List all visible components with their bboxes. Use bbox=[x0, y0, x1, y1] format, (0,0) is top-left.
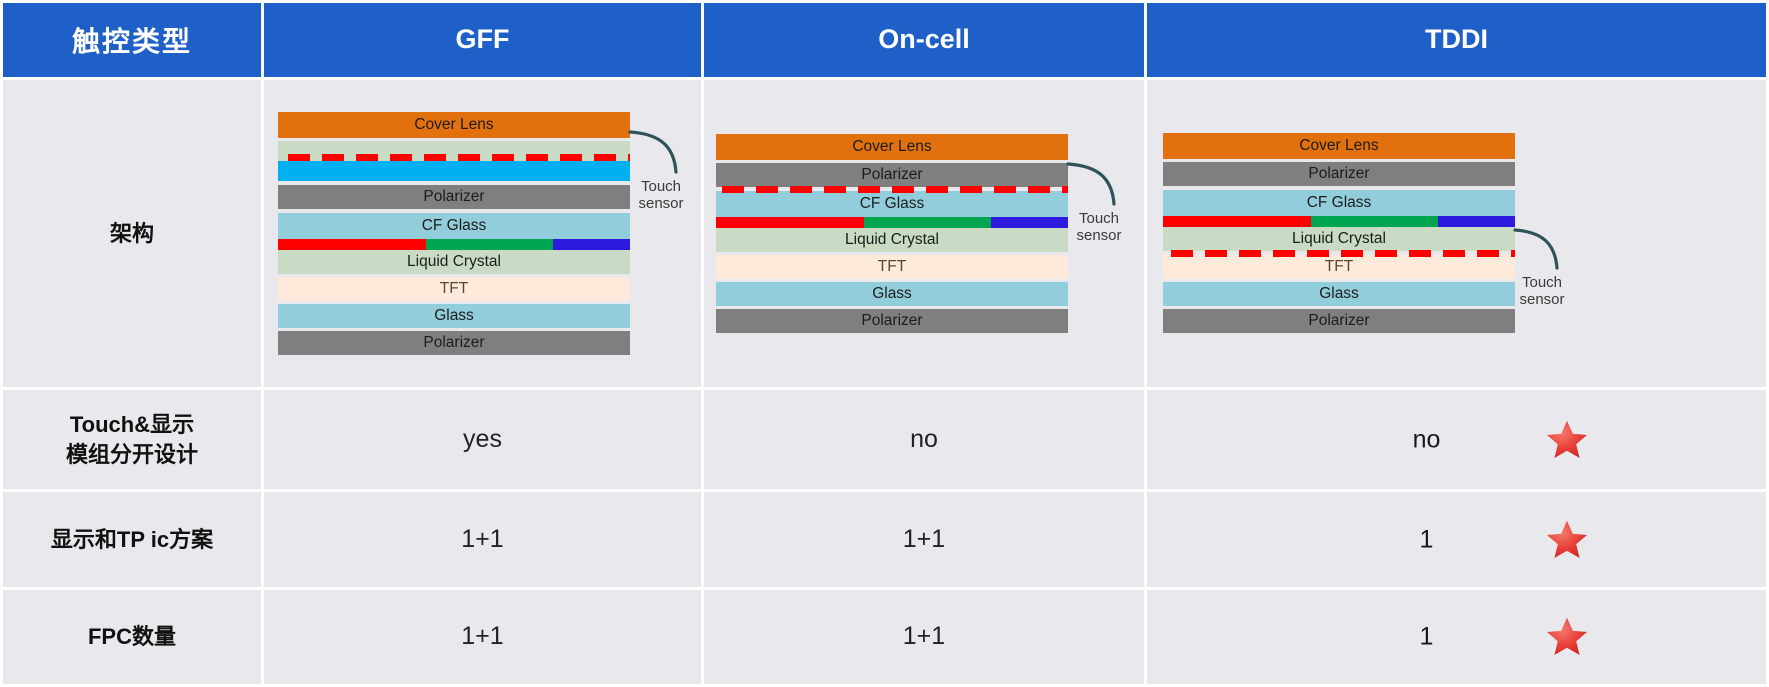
row-label-display-tp-ic: 显示和TP ic方案 bbox=[3, 492, 261, 587]
oncell-layer-rgb-color-filter bbox=[716, 216, 1068, 228]
tddi-layer-polarizer-bottom: Polarizer bbox=[1163, 309, 1515, 334]
header-on-cell: On-cell bbox=[704, 3, 1144, 77]
cell-oncell-display-tp-ic: 1+1 bbox=[704, 492, 1144, 587]
tddi-callout-line1: Touch bbox=[1521, 273, 1563, 291]
oncell-touch-sensor-callout: Touch sensor bbox=[1066, 162, 1124, 245]
cell-gff-display-tp-ic: 1+1 bbox=[264, 492, 701, 587]
cell-tddi-fpc-count-value: 1 bbox=[1419, 622, 1434, 651]
tddi-layer-tft: TFT bbox=[1163, 255, 1515, 280]
oncell-layer-cf-glass: CF Glass bbox=[716, 190, 1068, 217]
oncell-layer-liquid-crystal: Liquid Crystal bbox=[716, 227, 1068, 252]
cell-gff-separate-module-design: yes bbox=[264, 390, 701, 490]
gff-layer-polarizer-bottom: Polarizer bbox=[278, 330, 630, 355]
gff-layer-rgb-color-filter bbox=[278, 238, 630, 250]
gff-callout-line1: Touch bbox=[640, 177, 682, 195]
gff-touch-sensor-callout: Touch sensor bbox=[628, 130, 686, 213]
table-row-architecture: 架构 Cover Lens Polarizer CF Glass bbox=[3, 79, 1766, 388]
oncell-callout-line2: sensor bbox=[1076, 227, 1122, 244]
cell-tddi-display-tp-ic: 1 bbox=[1147, 492, 1766, 587]
tddi-layer-cover-lens: Cover Lens bbox=[1163, 133, 1515, 160]
tddi-callout-leader-line bbox=[1513, 228, 1559, 270]
table-row-fpc-count: FPC数量 1+1 1+1 1 bbox=[3, 589, 1766, 684]
oncell-layer-cover-lens: Cover Lens bbox=[716, 133, 1068, 160]
tddi-callout-line2: sensor bbox=[1519, 291, 1565, 308]
tddi-layer-liquid-crystal: Liquid Crystal bbox=[1163, 227, 1515, 252]
cell-oncell-separate-module-design: no bbox=[704, 390, 1144, 490]
gff-layer-glass: Glass bbox=[278, 303, 630, 328]
gff-touch-sensor-dashed-line bbox=[288, 153, 630, 161]
gff-layer-tft: TFT bbox=[278, 276, 630, 301]
gff-layer-polarizer-top: Polarizer bbox=[278, 184, 630, 209]
cell-tddi-separate-module-design-value: no bbox=[1412, 425, 1441, 454]
cell-tddi-fpc-count: 1 bbox=[1147, 589, 1766, 684]
table-header-row: 触控类型 GFF On-cell TDDI bbox=[3, 3, 1766, 77]
gff-layer-cf-glass: CF Glass bbox=[278, 212, 630, 239]
cell-oncell-fpc-count: 1+1 bbox=[704, 589, 1144, 684]
table-row-display-tp-ic: 显示和TP ic方案 1+1 1+1 1 bbox=[3, 492, 1766, 587]
header-touch-type: 触控类型 bbox=[3, 3, 261, 77]
tddi-touch-sensor-dashed-line bbox=[1171, 250, 1515, 258]
gff-layer-cover-lens: Cover Lens bbox=[278, 111, 630, 138]
tddi-touch-sensor-callout: Touch sensor bbox=[1513, 228, 1567, 309]
tddi-layer-stack: Cover Lens Polarizer CF Glass Liquid Cry… bbox=[1163, 133, 1515, 334]
row-label-fpc-count: FPC数量 bbox=[3, 589, 261, 684]
gff-layer-sensor-film bbox=[278, 160, 630, 181]
row-label-separate-module-design: Touch&显示 模组分开设计 bbox=[3, 390, 261, 490]
tddi-layer-glass: Glass bbox=[1163, 282, 1515, 307]
gff-layer-liquid-crystal: Liquid Crystal bbox=[278, 249, 630, 274]
tddi-layer-rgb-color-filter bbox=[1163, 216, 1515, 228]
gff-layer-stack: Cover Lens Polarizer CF Glass Liquid Cry… bbox=[278, 111, 630, 355]
oncell-layer-glass: Glass bbox=[716, 281, 1068, 306]
gff-callout-line2: sensor bbox=[638, 195, 684, 212]
cell-oncell-architecture: Cover Lens Polarizer CF Glass Liquid Cry… bbox=[704, 79, 1144, 388]
star-icon bbox=[1547, 420, 1588, 458]
tddi-layer-cf-glass: CF Glass bbox=[1163, 190, 1515, 217]
star-icon bbox=[1547, 617, 1588, 655]
cell-gff-fpc-count: 1+1 bbox=[264, 589, 701, 684]
cell-tddi-separate-module-design: no bbox=[1147, 390, 1766, 490]
header-tddi: TDDI bbox=[1147, 3, 1766, 77]
oncell-layer-polarizer-top: Polarizer bbox=[716, 162, 1068, 187]
oncell-layer-polarizer-bottom: Polarizer bbox=[716, 308, 1068, 333]
oncell-layer-tft: TFT bbox=[716, 254, 1068, 279]
header-gff: GFF bbox=[264, 3, 701, 77]
oncell-layer-stack: Cover Lens Polarizer CF Glass Liquid Cry… bbox=[716, 133, 1068, 333]
cell-tddi-display-tp-ic-value: 1 bbox=[1419, 525, 1434, 554]
oncell-touch-sensor-dashed-line bbox=[722, 185, 1068, 193]
cell-gff-architecture: Cover Lens Polarizer CF Glass Liquid Cry… bbox=[264, 79, 701, 388]
cell-tddi-architecture: Cover Lens Polarizer CF Glass Liquid Cry… bbox=[1147, 79, 1766, 388]
star-icon bbox=[1547, 520, 1588, 558]
table-row-separate-module-design: Touch&显示 模组分开设计 yes no no bbox=[3, 390, 1766, 490]
tddi-layer-polarizer-top: Polarizer bbox=[1163, 162, 1515, 187]
gff-callout-leader-line bbox=[628, 130, 678, 174]
row-label-architecture: 架构 bbox=[3, 79, 261, 388]
oncell-callout-leader-line bbox=[1066, 162, 1116, 206]
oncell-callout-line1: Touch bbox=[1078, 209, 1120, 227]
